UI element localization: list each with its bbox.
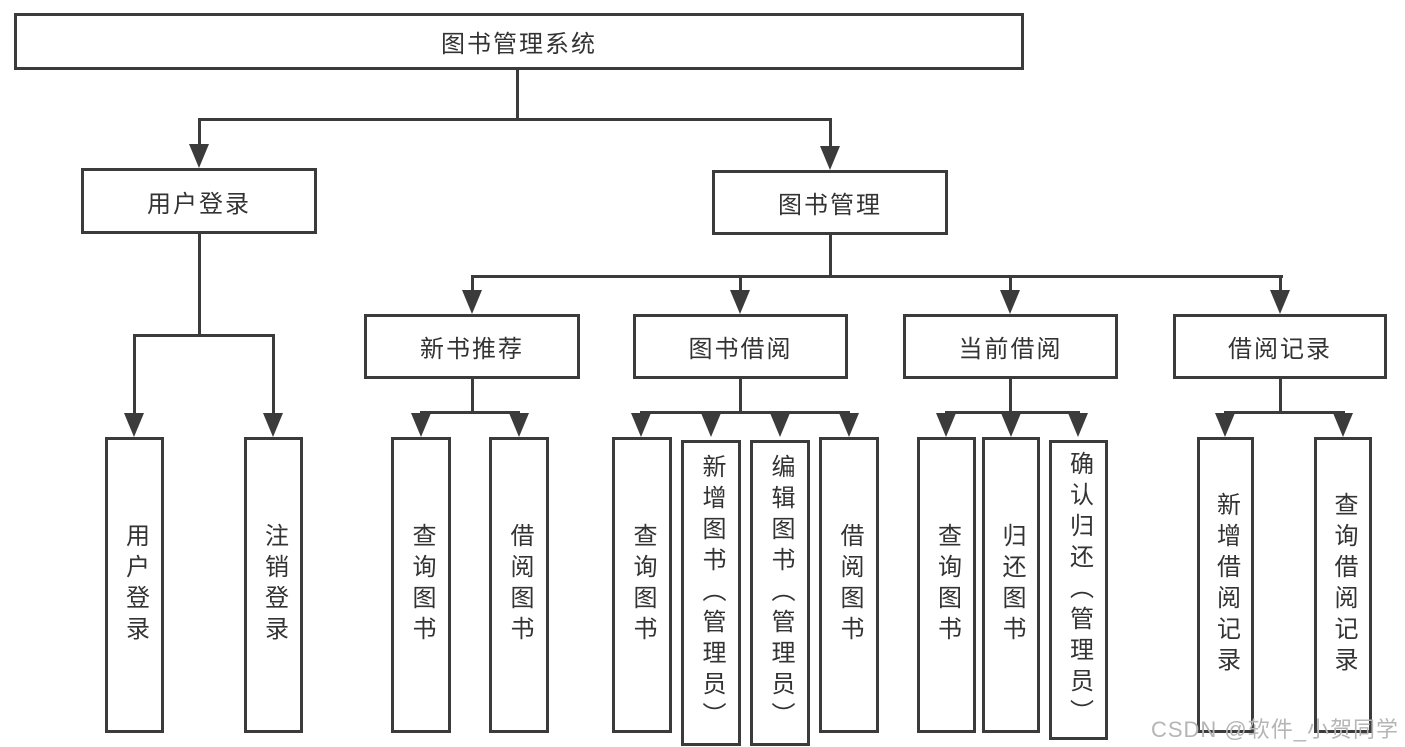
node-label: 查询图书 (408, 523, 435, 647)
node-label: 新增借阅记录 (1212, 492, 1240, 678)
arrowhead-down-icon (770, 413, 790, 437)
connector-line (471, 275, 1283, 278)
arrowhead-down-icon (1333, 413, 1353, 437)
connector-line (640, 411, 850, 414)
node-label: 新增图书（管理员） (698, 453, 725, 733)
node-label: 注销登录 (260, 523, 288, 647)
connector-line (272, 334, 275, 416)
connector-line (739, 275, 742, 294)
arrowhead-down-icon (1068, 413, 1088, 437)
connector-line (133, 334, 275, 337)
arrowhead-down-icon (1001, 413, 1021, 437)
node-leaf-return-books: 归还图书 (982, 437, 1040, 733)
node-label: 新书推荐 (420, 336, 524, 363)
node-leaf-query-books-rec: 查询图书 (391, 437, 451, 733)
arrowhead-down-icon (124, 413, 144, 437)
node-label: 确认归还（管理员） (1065, 450, 1093, 730)
arrowhead-down-icon (936, 413, 956, 437)
arrowhead-down-icon (730, 290, 750, 314)
connector-line (133, 334, 136, 416)
connector-line (829, 234, 832, 278)
node-label: 查询图书 (629, 523, 656, 647)
arrowhead-down-icon (263, 413, 283, 437)
node-label: 编辑图书（管理员） (767, 453, 794, 733)
node-current-borrowing: 当前借阅 (903, 314, 1118, 379)
node-leaf-borrow-books-rec: 借阅图书 (489, 437, 549, 733)
node-label: 查询图书 (933, 523, 961, 647)
node-book-borrowing: 图书借阅 (633, 314, 848, 379)
node-label: 当前借阅 (958, 336, 1063, 363)
node-label: 查询借阅记录 (1330, 492, 1357, 678)
arrowhead-down-icon (631, 413, 651, 437)
connector-line (1224, 411, 1344, 414)
node-label: 用户登录 (121, 523, 149, 647)
connector-line (420, 411, 520, 414)
node-leaf-add-books-admin: 新增图书（管理员） (681, 440, 741, 746)
connector-line (516, 69, 519, 120)
connector-line (829, 118, 832, 148)
node-borrowing-records: 借阅记录 (1173, 314, 1387, 379)
node-leaf-user-login: 用户登录 (105, 437, 164, 733)
arrowhead-down-icon (509, 413, 529, 437)
node-label: 借阅图书 (506, 523, 533, 647)
connector-line (1009, 275, 1012, 294)
connector-line (1279, 378, 1282, 414)
node-label: 借阅图书 (836, 523, 863, 647)
node-leaf-confirm-return-admin: 确认归还（管理员） (1049, 440, 1108, 740)
connector-line (198, 233, 201, 336)
arrowhead-down-icon (411, 413, 431, 437)
connector-line (739, 378, 742, 414)
arrowhead-down-icon (189, 144, 209, 168)
node-leaf-add-borrow-record: 新增借阅记录 (1197, 437, 1254, 733)
node-leaf-edit-books-admin: 编辑图书（管理员） (750, 440, 810, 746)
arrowhead-down-icon (1000, 290, 1020, 314)
connector-line (471, 378, 474, 414)
node-label: 用户登录 (147, 190, 251, 218)
connector-line (198, 118, 201, 146)
node-leaf-borrow-books: 借阅图书 (819, 437, 879, 733)
node-leaf-query-books-borrow: 查询图书 (612, 437, 672, 733)
node-library-system: 图书管理系统 (14, 13, 1024, 70)
node-user-login: 用户登录 (81, 168, 317, 234)
node-book-management: 图书管理 (712, 170, 948, 235)
node-label: 借阅记录 (1228, 336, 1332, 363)
arrowhead-down-icon (820, 146, 840, 170)
node-label: 图书管理系统 (441, 31, 597, 58)
node-leaf-logout: 注销登录 (244, 437, 303, 733)
node-leaf-query-books-current: 查询图书 (917, 437, 976, 733)
node-label: 归还图书 (998, 523, 1025, 647)
node-label: 图书管理 (778, 192, 882, 219)
arrowhead-down-icon (839, 413, 859, 437)
arrowhead-down-icon (462, 290, 482, 314)
node-label: 图书借阅 (688, 336, 793, 363)
node-leaf-query-borrow-record: 查询借阅记录 (1314, 437, 1372, 733)
arrowhead-down-icon (1270, 290, 1290, 314)
connector-line (1279, 275, 1282, 294)
watermark: CSDN @软件_小贺同学 (1150, 717, 1399, 742)
connector-line (198, 118, 832, 121)
arrowhead-down-icon (1215, 413, 1235, 437)
arrowhead-down-icon (701, 413, 721, 437)
connector-line (471, 275, 474, 294)
connector-line (1009, 378, 1012, 414)
node-new-book-recommend: 新书推荐 (364, 314, 580, 379)
